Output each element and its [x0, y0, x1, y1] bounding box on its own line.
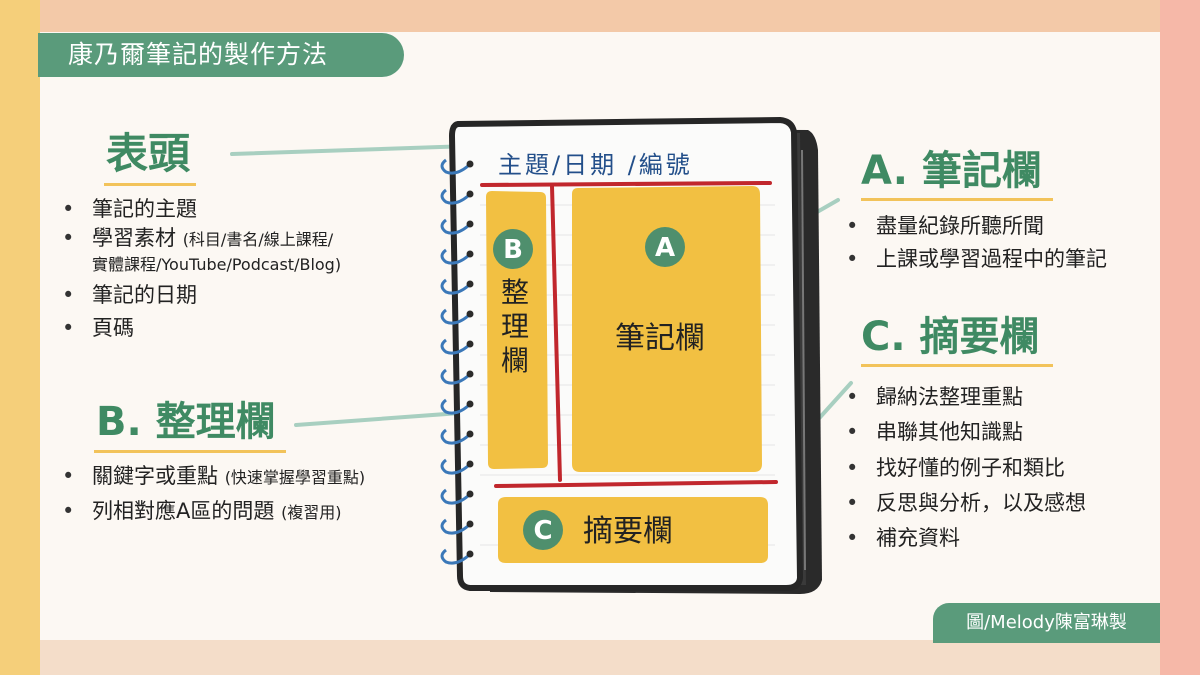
connector-header [230, 144, 472, 156]
list-item: 頁碼 [62, 315, 341, 343]
c-heading-underline [861, 364, 1053, 367]
label-cue-column: 整理欄 [501, 276, 529, 377]
spiral-binding [440, 158, 469, 565]
cue-column-rule [550, 184, 562, 482]
notebook-page: 主題/日期 /編號 B A C 筆記欄 摘要欄 整理欄 [440, 116, 804, 591]
list-item: 補充資料 [846, 525, 1086, 553]
left-frame-stripe [0, 0, 40, 675]
list-item: 學習素材 (科目/書名/線上課程/ 實體課程/YouTube/Podcast/B… [62, 226, 341, 276]
list-item: 盡量紀錄所聽所聞 [846, 213, 1107, 241]
spiral-holes [466, 160, 474, 558]
summary-block-c [498, 497, 768, 563]
bottom-frame-stripe [40, 640, 1160, 675]
a-section-list: 盡量紀錄所聽所聞 上課或學習過程中的筆記 [846, 213, 1107, 274]
badge-c-circle [523, 510, 563, 550]
label-cue-column-char: 理 [501, 310, 529, 343]
c-section-heading: C. 摘要欄 [861, 314, 1040, 360]
list-item: 筆記的日期 [62, 282, 341, 310]
label-cue-column-char: 欄 [501, 344, 529, 377]
page-title: 康乃爾筆記的製作方法 [38, 33, 404, 77]
notebook-header-text: 主題/日期 /編號 [498, 151, 693, 179]
list-item: 上課或學習過程中的筆記 [846, 246, 1107, 274]
image-credit: 圖/Melody陳富琳製 [933, 603, 1160, 643]
label-cue-column-char: 整 [501, 276, 529, 309]
a-heading-underline [861, 198, 1053, 201]
label-summary: 摘要欄 [583, 514, 673, 549]
badge-c-letter: C [533, 516, 552, 546]
badge-b-letter: B [503, 235, 523, 265]
badge-a-circle [645, 227, 685, 267]
a-section-heading: A. 筆記欄 [861, 148, 1042, 194]
header-heading-underline [104, 183, 196, 186]
badge-a-letter: A [655, 233, 675, 263]
header-rule [480, 181, 772, 187]
b-section-heading: B. 整理欄 [96, 399, 276, 445]
list-item: 列相對應A區的問題 (複習用) [62, 498, 365, 526]
list-item: 反思與分析，以及感想 [846, 490, 1086, 518]
label-notes-column: 筆記欄 [615, 321, 705, 356]
list-item: 串聯其他知識點 [846, 419, 1086, 447]
list-item: 關鍵字或重點 (快速掌握學習重點) [62, 463, 365, 491]
list-item: 歸納法整理重點 [846, 384, 1086, 412]
summary-rule [494, 480, 778, 488]
right-frame-stripe [1160, 0, 1200, 675]
header-section-heading: 表頭 [106, 129, 191, 178]
header-section-list: 筆記的主題 學習素材 (科目/書名/線上課程/ 實體課程/YouTube/Pod… [62, 196, 341, 343]
b-heading-underline [94, 450, 286, 453]
notes-column-block-a [572, 186, 762, 472]
badge-b-circle [493, 229, 533, 269]
b-section-list: 關鍵字或重點 (快速掌握學習重點) 列相對應A區的問題 (複習用) [62, 463, 365, 526]
list-item: 找好懂的例子和類比 [846, 455, 1086, 483]
list-item: 筆記的主題 [62, 196, 341, 224]
c-section-list: 歸納法整理重點 串聯其他知識點 找好懂的例子和類比 反思與分析，以及感想 補充資… [846, 384, 1086, 553]
